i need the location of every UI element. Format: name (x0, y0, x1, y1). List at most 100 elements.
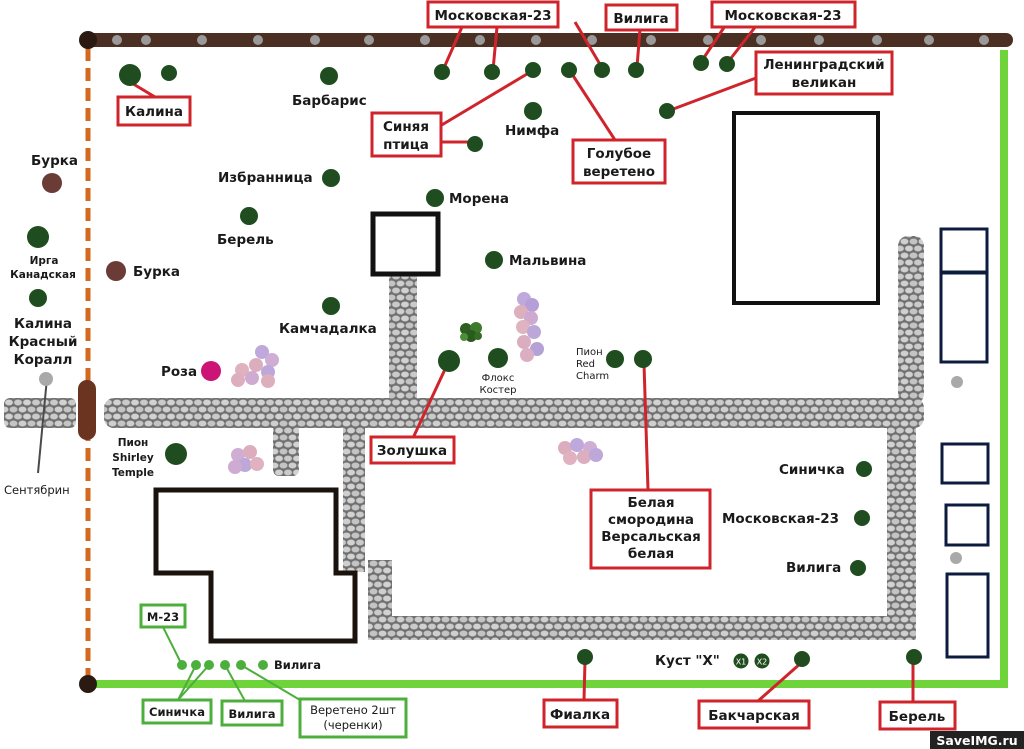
plant-kalina-small (161, 65, 177, 81)
plant-vereteno-seedling (236, 660, 246, 670)
label-nimfa: Нимфа (505, 123, 559, 139)
callout-bakcharskaya: Бакчарская (697, 699, 811, 730)
svg-text:Синичка: Синичка (149, 705, 205, 719)
plant-pion-red-2 (634, 350, 652, 368)
fence-corner-bottom (79, 675, 97, 693)
callout-sinyaya-ptitsa: Синяя птица (370, 111, 443, 158)
plant-moskovskaya-right (854, 510, 870, 526)
bed-2 (939, 271, 989, 364)
svg-text:Золушка: Золушка (377, 443, 447, 459)
label-irga-1: Ирга (30, 255, 59, 267)
label-kalina-koral-2: Красный (9, 334, 78, 350)
svg-text:белая: белая (628, 546, 674, 562)
marker-x1-text: X1 (736, 658, 747, 667)
label-pion-red-2: Red (576, 359, 595, 370)
label-moskovskaya-right: Московская-23 (722, 511, 839, 527)
svg-text:веретено: веретено (583, 164, 655, 180)
plant-sinichka-seedling-2 (204, 660, 214, 670)
label-morena: Морена (449, 191, 509, 207)
label-berel: Берель (217, 232, 274, 248)
fence-top-posts (112, 35, 989, 45)
callout-kalina: Калина (116, 95, 192, 127)
svg-text:Бакчарская: Бакчарская (708, 708, 800, 724)
plant-moskovskaya-1 (434, 64, 450, 80)
callout-vereteno-green: Веретено 2шт (черенки) (298, 697, 408, 739)
svg-text:Фиалка: Фиалка (550, 707, 610, 723)
plant-roza (201, 361, 221, 381)
label-irga-2: Канадская (10, 269, 76, 281)
plant-sinichka-right (856, 461, 872, 477)
callout-goluboe-vereteno: Голубое веретено (571, 138, 667, 185)
marker-x1 (733, 653, 749, 669)
callout-zolushka: Золушка (369, 435, 456, 465)
fence-right (88, 50, 1008, 688)
plant-burka-mid (106, 261, 126, 281)
path-right-up (898, 236, 924, 404)
path-loop-bottom (368, 616, 916, 640)
plant-m23-seedling (177, 660, 187, 670)
svg-text:Ленинградский: Ленинградский (763, 57, 884, 73)
sentyabrin-pointer (37, 377, 48, 474)
label-viliga-bottom: Вилига (274, 658, 321, 672)
label-burka-top: Бурка (31, 153, 78, 169)
path-loop-right (887, 424, 916, 640)
label-floks-1: Флокс (482, 373, 515, 384)
plant-kalina-large (119, 64, 141, 86)
flower-clusters (228, 292, 603, 474)
plant-labels: Барбарис Нимфа Избранница Берель Морена … (4, 93, 845, 672)
label-kalina-koral-3: Коралл (14, 352, 73, 368)
plant-viliga-seedling (220, 660, 230, 670)
callouts-green: М-23 Синичка Вилига Веретено 2шт (черенк… (139, 603, 408, 739)
plant-sentyabrin (39, 372, 53, 386)
label-pion-red-3: Charm (576, 371, 609, 382)
label-viliga-right: Вилига (786, 560, 841, 576)
flower-cluster-pion-shirley (228, 445, 264, 474)
plant-kalina-koral (29, 289, 47, 307)
svg-text:Синяя: Синяя (383, 119, 429, 135)
bed-5 (945, 572, 990, 659)
bed-3 (940, 442, 990, 485)
gate (78, 380, 96, 440)
label-kamchadalka: Камчадалка (279, 321, 377, 337)
plant-izbrannitsa (322, 169, 340, 187)
path-up-to-house (389, 274, 417, 402)
svg-text:(черенки): (черенки) (323, 718, 382, 732)
svg-text:великан: великан (792, 75, 857, 91)
svg-text:птица: птица (383, 137, 429, 153)
callout-moskovskaya-top-left: Московская-23 (426, 0, 560, 29)
label-kust-x: Куст "Х" (655, 653, 720, 669)
svg-text:Веретено 2шт: Веретено 2шт (310, 703, 396, 717)
flower-cluster-roza (231, 345, 279, 388)
callout-fialka: Фиалка (542, 698, 619, 729)
plant-sinyaya-ptitsa-top (525, 62, 541, 78)
callout-berel-bottom: Берель (878, 700, 957, 731)
plant-berel (240, 207, 258, 225)
plant-morena (426, 189, 444, 207)
bed-1 (939, 227, 989, 274)
plant-burka-top (42, 173, 62, 193)
plant-fialka (577, 649, 593, 665)
plant-goluboe-vereteno (561, 62, 577, 78)
fences (78, 31, 1013, 693)
label-burka-mid: Бурка (133, 264, 180, 280)
label-barbaris: Барбарис (292, 93, 367, 109)
plant-berel-bottom (906, 649, 922, 665)
label-roza: Роза (161, 364, 197, 380)
svg-text:Калина: Калина (125, 104, 183, 120)
flower-cluster-center (514, 292, 544, 362)
fence-corner-top (79, 31, 97, 49)
path-main (104, 398, 924, 428)
plant-bakcharskaya (794, 651, 810, 667)
callout-sinichka-green: Синичка (141, 698, 213, 725)
path-loop-left (343, 424, 365, 572)
house (153, 487, 358, 644)
svg-text:Берель: Берель (889, 709, 946, 725)
svg-text:Вилига: Вилига (613, 11, 668, 27)
bed-4 (944, 503, 990, 547)
plant-viliga-seedling-2 (258, 660, 268, 670)
callout-viliga-top: Вилига (604, 3, 679, 32)
svg-text:Белая: Белая (627, 495, 674, 511)
plant-floks (488, 348, 508, 368)
plant-barbaris (320, 67, 338, 85)
